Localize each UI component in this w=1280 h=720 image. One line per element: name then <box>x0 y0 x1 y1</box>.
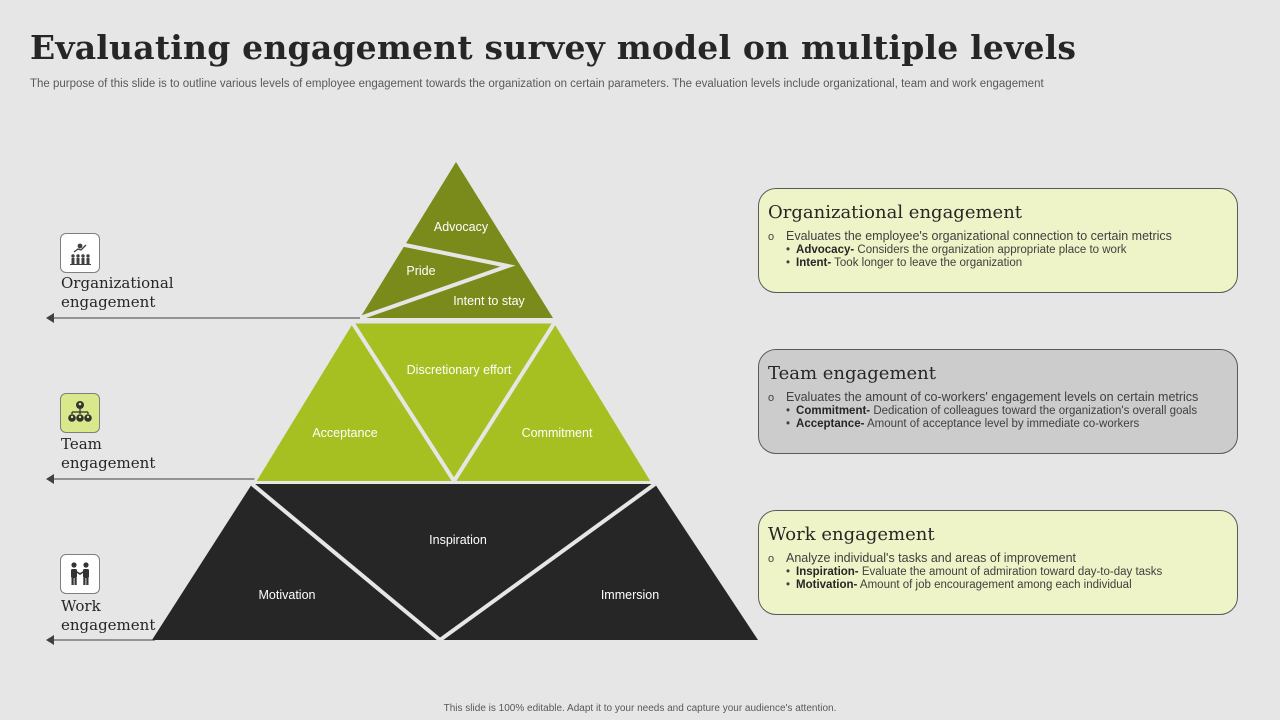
pyramid-top-divider <box>359 242 516 320</box>
chart-team-icon <box>70 243 91 265</box>
card-sub-term: Inspiration- <box>796 566 859 578</box>
label-acceptance: Acceptance <box>312 426 377 440</box>
card-sub-item: •Advocacy- Considers the organization ap… <box>786 244 1127 256</box>
pyramid-bottom-tier <box>152 484 758 640</box>
level-label-line1: Team <box>61 435 102 453</box>
team-level-arrow-head <box>46 474 54 484</box>
card-sub-term: Acceptance- <box>796 418 865 430</box>
org-engagement-icon-box <box>60 233 100 273</box>
org-level-arrow-head <box>46 313 54 323</box>
hierarchy-icon <box>68 401 92 422</box>
label-inspiration: Inspiration <box>429 533 487 547</box>
handshake-icon <box>71 562 89 585</box>
label-pride: Pride <box>406 264 435 278</box>
level-label-line2: engagement <box>61 454 156 472</box>
level-label-line1: Work <box>61 597 101 615</box>
pyramid-middle-tier <box>255 322 652 481</box>
level-label-team: Team engagement <box>61 435 155 473</box>
card-main-text: Evaluates the amount of co-workers' enga… <box>786 390 1199 404</box>
card-sub-item: •Commitment- Dedication of colleagues to… <box>786 405 1198 417</box>
label-commitment: Commitment <box>522 426 593 440</box>
card-main-text: Evaluates the employee's organizational … <box>786 229 1172 243</box>
card-sub-text: Amount of acceptance level by immediate … <box>864 418 1140 430</box>
pyramid-middle-outline <box>253 320 654 482</box>
card-sub-item: •Intent- Took longer to leave the organi… <box>786 257 1023 269</box>
card-sub-text: Considers the organization appropriate p… <box>854 244 1127 256</box>
label-immersion: Immersion <box>601 588 659 602</box>
page-subtitle: The purpose of this slide is to outline … <box>30 78 1044 90</box>
card-main-text: Analyze individual's tasks and areas of … <box>786 551 1077 565</box>
label-motivation: Motivation <box>259 588 316 602</box>
label-intent-to-stay: Intent to stay <box>453 294 525 308</box>
pyramid-middle-divider <box>350 320 557 485</box>
pyramid-bottom-divider <box>250 482 657 643</box>
work-level-arrow-head <box>46 635 54 645</box>
card-title: Team engagement <box>768 363 937 384</box>
card-sub-item: •Inspiration- Evaluate the amount of adm… <box>786 566 1163 578</box>
card-title: Work engagement <box>768 524 935 545</box>
pyramid-top-tier <box>360 162 553 318</box>
card-sub-text: Evaluate the amount of admiration toward… <box>858 566 1163 578</box>
label-advocacy: Advocacy <box>434 220 489 234</box>
level-label-work: Work engagement <box>61 597 155 635</box>
level-label-line1: Organizational <box>61 274 174 292</box>
level-label-line2: engagement <box>61 616 156 634</box>
card-sub-text: Took longer to leave the organization <box>831 257 1023 269</box>
work-engagement-icon-box <box>60 554 100 594</box>
card-sub-item: •Motivation- Amount of job encouragement… <box>786 579 1132 591</box>
footer-note: This slide is 100% editable. Adapt it to… <box>443 703 837 714</box>
label-discretionary-effort: Discretionary effort <box>407 363 512 377</box>
card-sub-item: •Acceptance- Amount of acceptance level … <box>786 418 1140 430</box>
team-engagement-icon-box <box>60 393 100 433</box>
level-label-organizational: Organizational engagement <box>61 274 174 312</box>
card-title: Organizational engagement <box>768 202 1023 223</box>
card-sub-text: Amount of job encouragement among each i… <box>857 579 1132 591</box>
card-sub-term: Motivation- <box>796 579 858 591</box>
card-sub-term: Commitment- <box>796 405 871 417</box>
card-sub-text: Dedication of colleagues toward the orga… <box>870 405 1198 417</box>
card-sub-term: Intent- <box>796 257 832 269</box>
level-label-line2: engagement <box>61 293 156 311</box>
page-title: Evaluating engagement survey model on mu… <box>30 28 1077 67</box>
card-sub-term: Advocacy- <box>796 244 855 256</box>
